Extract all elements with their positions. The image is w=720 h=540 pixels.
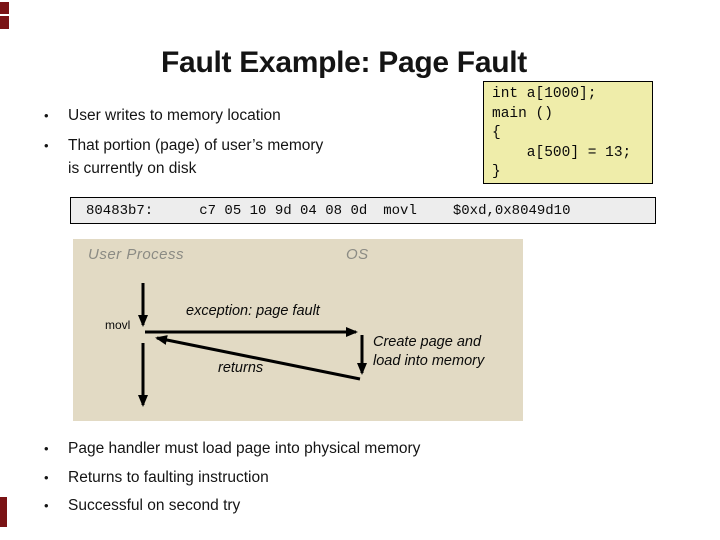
bullet-user-writes: • User writes to memory location bbox=[44, 105, 281, 128]
code-line: a[500] = 13; bbox=[492, 144, 632, 161]
code-line: main () bbox=[492, 105, 553, 122]
bullet-text: Successful on second try bbox=[68, 497, 241, 514]
flow-arrows-canvas bbox=[138, 283, 367, 407]
code-line: int a[1000]; bbox=[492, 86, 597, 102]
bullet-text: User writes to memory location bbox=[68, 107, 281, 124]
bullet-marker: • bbox=[44, 108, 49, 123]
bullet-marker: • bbox=[44, 470, 49, 485]
movl-instruction-label: movl bbox=[105, 318, 131, 332]
source-code-box: int a[1000]; main () { a[500] = 13; } bbox=[483, 81, 653, 184]
bullet-returns-to-instruction: • Returns to faulting instruction bbox=[44, 467, 269, 490]
left-edge-accent-bottom bbox=[0, 497, 7, 527]
returns-arrow bbox=[155, 335, 361, 381]
code-line: { bbox=[492, 125, 501, 141]
asm-mnemonic: movl bbox=[383, 202, 417, 219]
bullet-text: Returns to faulting instruction bbox=[68, 469, 269, 486]
returns-label: returns bbox=[218, 360, 264, 376]
asm-bytes: c7 05 10 9d 04 08 0d bbox=[199, 202, 368, 219]
asm-address: 80483b7: bbox=[86, 202, 154, 219]
left-edge-accent-top-2 bbox=[0, 16, 9, 29]
page-fault-flow-diagram: User Process OS movl exception: page fau… bbox=[73, 239, 523, 421]
code-line: } bbox=[492, 164, 501, 180]
bullet-text: That portion (page) of user’s memory is c… bbox=[68, 135, 323, 180]
exception-label: exception: page fault bbox=[186, 303, 320, 319]
create-page-line-2: load into memory bbox=[373, 353, 485, 369]
create-page-label: Create page and load into memory bbox=[373, 333, 484, 371]
asm-operands: $0xd,0x8049d10 bbox=[452, 202, 571, 219]
bullet-successful-second-try: • Successful on second try bbox=[44, 495, 240, 518]
lane-label-user-process: User Process bbox=[88, 246, 185, 263]
bullet-line-1: That portion (page) of user’s memory bbox=[68, 137, 324, 154]
create-page-line-1: Create page and bbox=[373, 334, 482, 350]
bullet-marker: • bbox=[44, 138, 49, 153]
bullet-portion-on-disk: • That portion (page) of user’s memory is… bbox=[44, 135, 323, 180]
bullet-text: Page handler must load page into physica… bbox=[68, 440, 421, 457]
bullet-line-2: is currently on disk bbox=[68, 159, 197, 177]
disassembly-bar: 80483b7: c7 05 10 9d 04 08 0d movl $0xd,… bbox=[70, 197, 656, 224]
lane-label-os: OS bbox=[346, 246, 369, 263]
bullet-marker: • bbox=[44, 441, 49, 456]
bullet-page-handler: • Page handler must load page into physi… bbox=[44, 438, 420, 461]
left-edge-accent-top-1 bbox=[0, 2, 9, 14]
slide-title: Fault Example: Page Fault bbox=[161, 46, 527, 79]
bullet-marker: • bbox=[44, 498, 49, 513]
